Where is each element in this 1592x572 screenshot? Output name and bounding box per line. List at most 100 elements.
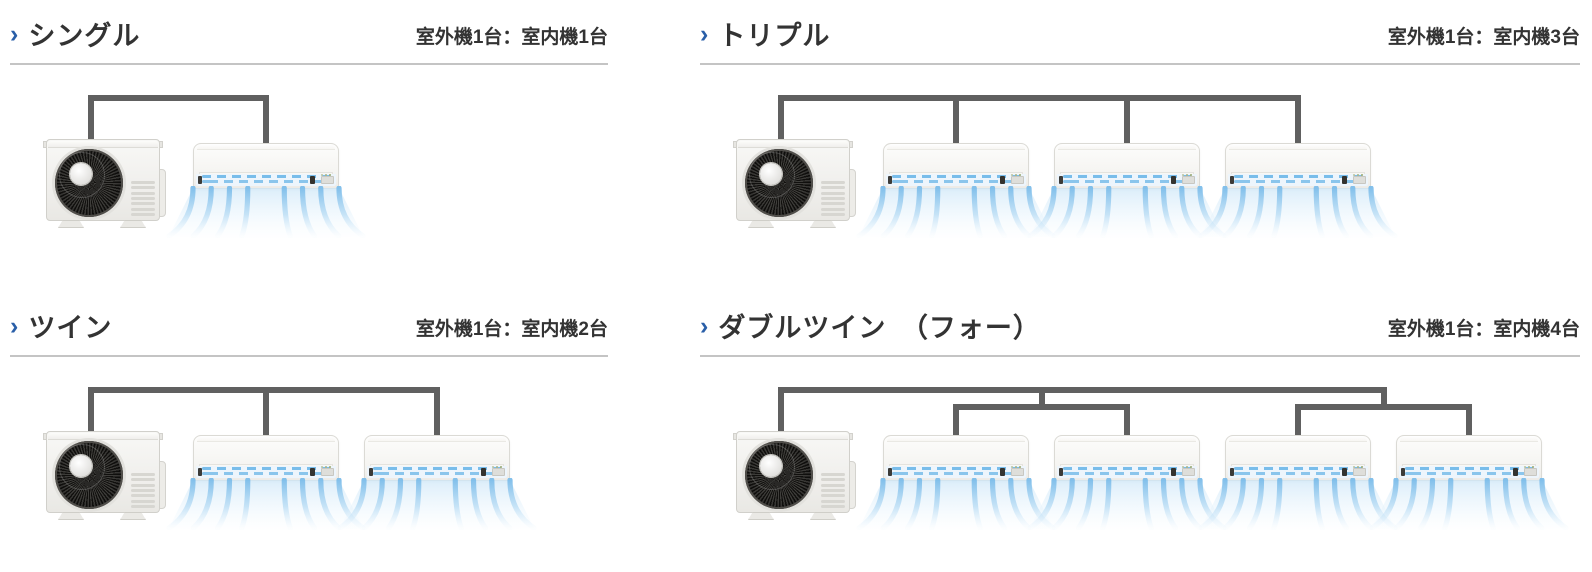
indoor-unit-vent — [196, 174, 336, 186]
vent-end-cap — [1230, 176, 1234, 184]
refrigerant-pipe — [88, 95, 94, 139]
chevron-right-icon: › — [700, 311, 709, 340]
outdoor-vent-slat — [131, 483, 155, 487]
outdoor-unit-top-cap — [48, 141, 158, 148]
indoor-unit-groove — [889, 464, 1023, 467]
chevron-right-icon: › — [700, 19, 709, 48]
airflow — [1198, 478, 1398, 530]
outdoor-unit-body — [736, 139, 850, 221]
indoor-unit — [364, 435, 510, 481]
ratio-label: 室外機1台：室内機2台 — [415, 319, 608, 340]
outdoor-unit-foot — [810, 220, 836, 228]
indoor-unit-louver-box — [1353, 176, 1366, 184]
indoor-unit-louver-box — [1524, 468, 1537, 476]
vent-end-cap — [1059, 468, 1063, 476]
indoor-unit — [193, 435, 339, 481]
outdoor-unit — [43, 431, 166, 520]
vent-airstream-dashes — [1063, 467, 1191, 470]
vent-end-cap — [1401, 468, 1405, 476]
indoor-unit — [883, 435, 1029, 481]
refrigerant-pipe — [1295, 95, 1301, 143]
indoor-unit-vent — [1399, 466, 1539, 478]
indoor-unit-display — [481, 468, 486, 476]
outdoor-vent-slat — [821, 191, 845, 195]
vent-end-cap — [1230, 468, 1234, 476]
vent-airstream-dashes — [1234, 472, 1362, 475]
outdoor-unit-body — [736, 431, 850, 513]
panel-header: › シングル 室外機1台：室内機1台 — [10, 16, 608, 52]
outdoor-vent-slat — [821, 186, 845, 190]
chevron-right-icon: › — [10, 19, 19, 48]
panel-header: › トリプル 室外機1台：室内機3台 — [700, 16, 1580, 52]
refrigerant-pipe — [1380, 387, 1387, 410]
panel-header-link[interactable]: › ツイン — [10, 313, 112, 344]
indoor-unit-display — [310, 468, 315, 476]
indoor-unit-louver-box — [492, 468, 505, 476]
outdoor-vent-slat — [821, 202, 845, 206]
indoor-unit-groove — [1060, 464, 1194, 467]
indoor-unit-top-cap — [1229, 436, 1367, 442]
indoor-unit-groove — [889, 172, 1023, 175]
vent-airstream-dashes — [202, 467, 330, 470]
outdoor-vent-slat — [131, 488, 155, 492]
vent-airstream-dashes — [892, 467, 1020, 470]
indoor-unit — [1225, 435, 1371, 481]
outdoor-unit-foot — [810, 512, 836, 520]
outdoor-vent-slat — [821, 504, 845, 508]
indoor-unit-display — [1342, 468, 1347, 476]
refrigerant-pipe — [778, 95, 1301, 101]
airflow — [166, 186, 366, 238]
panel-header-link[interactable]: › シングル — [10, 19, 141, 52]
airflow — [166, 478, 366, 530]
vent-end-cap — [888, 176, 892, 184]
airflow — [1027, 478, 1227, 530]
outdoor-vent-slat — [131, 207, 155, 211]
indoor-unit-vent — [1228, 466, 1368, 478]
outdoor-fan-hub — [70, 455, 92, 477]
airflow — [1027, 186, 1227, 238]
diagram-triple — [700, 0, 1580, 280]
outdoor-vent-slat — [821, 483, 845, 487]
outdoor-unit-top-cap — [48, 433, 158, 440]
indicator-leds — [329, 174, 331, 176]
indoor-unit-top-cap — [1400, 436, 1538, 442]
indoor-unit-louver-box — [321, 468, 334, 476]
refrigerant-pipe — [1124, 95, 1130, 143]
outdoor-fan-hub — [760, 163, 782, 185]
outdoor-fan-ring — [59, 444, 105, 490]
header-divider — [700, 355, 1580, 357]
outdoor-vent-slat — [131, 499, 155, 503]
vent-airstream-dashes — [202, 175, 330, 178]
airflow — [1369, 478, 1569, 530]
outdoor-unit — [733, 431, 856, 520]
diagram-single — [10, 0, 608, 280]
indoor-unit-vent — [1057, 466, 1197, 478]
indoor-unit-louver-box — [1182, 468, 1195, 476]
indoor-unit-louver-box — [1353, 468, 1366, 476]
indoor-unit-vent — [1228, 174, 1368, 186]
indoor-unit-display — [1000, 468, 1005, 476]
outdoor-fan-hub — [70, 163, 92, 185]
indoor-unit — [1054, 435, 1200, 481]
indoor-unit-louver-box — [1182, 176, 1195, 184]
panel-header-link[interactable]: › ダブルツイン （フォー） — [700, 311, 1041, 344]
vent-airstream-dashes — [1405, 467, 1533, 470]
vent-end-cap — [198, 468, 202, 476]
outdoor-vent-slat — [131, 196, 155, 200]
outdoor-fan-ring — [59, 152, 105, 198]
ratio-label: 室外機1台：室内機3台 — [1387, 27, 1580, 48]
indoor-unit — [883, 143, 1029, 189]
panel-header-link[interactable]: › トリプル — [700, 19, 830, 52]
outdoor-unit-foot — [120, 220, 146, 228]
outdoor-vent-slat — [131, 478, 155, 482]
refrigerant-pipe — [263, 387, 269, 435]
panel-title: シングル — [28, 21, 141, 52]
indicator-leds — [1019, 466, 1021, 468]
header-divider — [700, 63, 1580, 65]
outdoor-vent-slat — [821, 181, 845, 184]
outdoor-vent-slat — [131, 181, 155, 184]
outdoor-vent-slat — [131, 202, 155, 206]
outdoor-unit-body — [46, 431, 160, 513]
outdoor-vent-slat — [821, 478, 845, 482]
panel-triple: › トリプル 室外機1台：室内機3台 — [700, 0, 1580, 280]
